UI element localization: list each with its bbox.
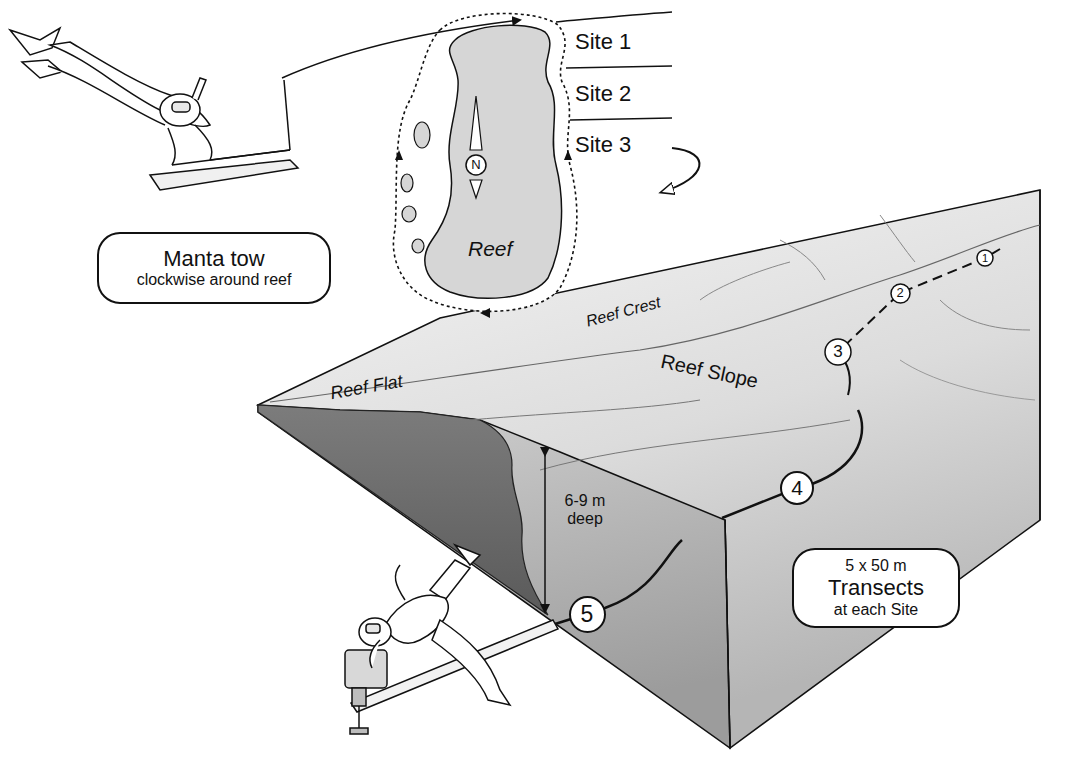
- box-text: Transects: [828, 575, 924, 600]
- ridge-line: [470, 400, 700, 420]
- depth-arrow: [544, 455, 546, 612]
- cross-section-face: [258, 405, 730, 748]
- rounded-outline: [793, 549, 959, 627]
- circle-outline: [891, 284, 910, 303]
- zone-label: Reef Crest: [584, 293, 662, 330]
- circle-outline: [977, 250, 993, 266]
- box-text: Manta tow: [163, 246, 265, 271]
- route-arrow: [395, 150, 403, 160]
- map-label: Reef: [468, 237, 512, 260]
- site-label: Site 2: [575, 82, 631, 106]
- callout-number: 5: [569, 596, 606, 633]
- site-boundary: [556, 12, 672, 22]
- compass-needle: [470, 96, 482, 150]
- ridge-line: [900, 360, 1035, 400]
- callout-text: 1: [982, 252, 988, 265]
- node-content: 5 x 50 mTransectsat each Site: [792, 548, 960, 628]
- callout-text: 3: [833, 342, 842, 362]
- block-edge: [1039, 190, 1041, 520]
- info-box: 5 x 50 mTransectsat each Site: [792, 548, 960, 628]
- callout-number: 3: [824, 338, 852, 366]
- box-text: at each Site: [834, 601, 919, 619]
- callout-number: 2: [890, 283, 911, 304]
- circle-outline: [570, 597, 605, 632]
- site-boundary: [570, 118, 672, 120]
- ridge-line: [940, 300, 1030, 330]
- ridge-line: [700, 262, 790, 300]
- node-content: 5: [569, 596, 606, 633]
- node-content: 4: [780, 471, 814, 505]
- reef-outline: [425, 25, 562, 298]
- block-edge: [725, 520, 730, 748]
- site-arrow: [662, 148, 699, 192]
- transect-line: [722, 410, 862, 518]
- diver-with-camera: [345, 545, 510, 734]
- circle-outline: [825, 339, 851, 365]
- manta-tow-route: [393, 14, 576, 312]
- compass-needle: [470, 180, 482, 198]
- ridge-line: [780, 240, 825, 280]
- callout-number: 1: [976, 249, 994, 267]
- tow-arrow: [282, 20, 520, 78]
- ridge-line: [880, 215, 915, 262]
- box-text: clockwise around reef: [137, 271, 292, 289]
- islet: [401, 174, 413, 192]
- callout-number: 4: [780, 471, 814, 505]
- reef-block-top: [258, 190, 1040, 748]
- compass-circle: N: [465, 154, 487, 176]
- info-box: Manta towclockwise around reef: [97, 232, 331, 304]
- callout-text: 2: [896, 286, 903, 301]
- zone-label: Reef Slope: [659, 350, 760, 392]
- node-content: N: [465, 154, 487, 176]
- node-content: 2: [890, 283, 911, 304]
- circle-outline: [466, 155, 486, 175]
- node-content: Manta towclockwise around reef: [97, 232, 331, 304]
- callout-text: 4: [791, 476, 803, 500]
- callout-text: N: [471, 158, 480, 173]
- callout-text: 5: [581, 601, 594, 627]
- zone-label: Reef Flat: [329, 372, 404, 404]
- islet: [412, 239, 424, 253]
- route-arrow: [480, 308, 490, 318]
- manta-tow-swimmer: [10, 28, 298, 190]
- reef-body: [258, 405, 548, 615]
- site-boundary: [566, 66, 672, 68]
- circle-outline: [781, 472, 813, 504]
- box-text: 5 x 50 m: [845, 557, 906, 575]
- rounded-outline: [98, 233, 330, 303]
- route-arrow: [564, 150, 572, 160]
- islet: [402, 206, 416, 222]
- depth-label: 6-9 m deep: [553, 492, 617, 527]
- transect-line: [838, 249, 1000, 352]
- ridge-line: [540, 420, 850, 470]
- node-content: 1: [976, 249, 994, 267]
- islet: [414, 122, 430, 148]
- node-content: 3: [824, 338, 852, 366]
- site-label: Site 1: [575, 30, 631, 54]
- site-label: Site 3: [575, 133, 631, 157]
